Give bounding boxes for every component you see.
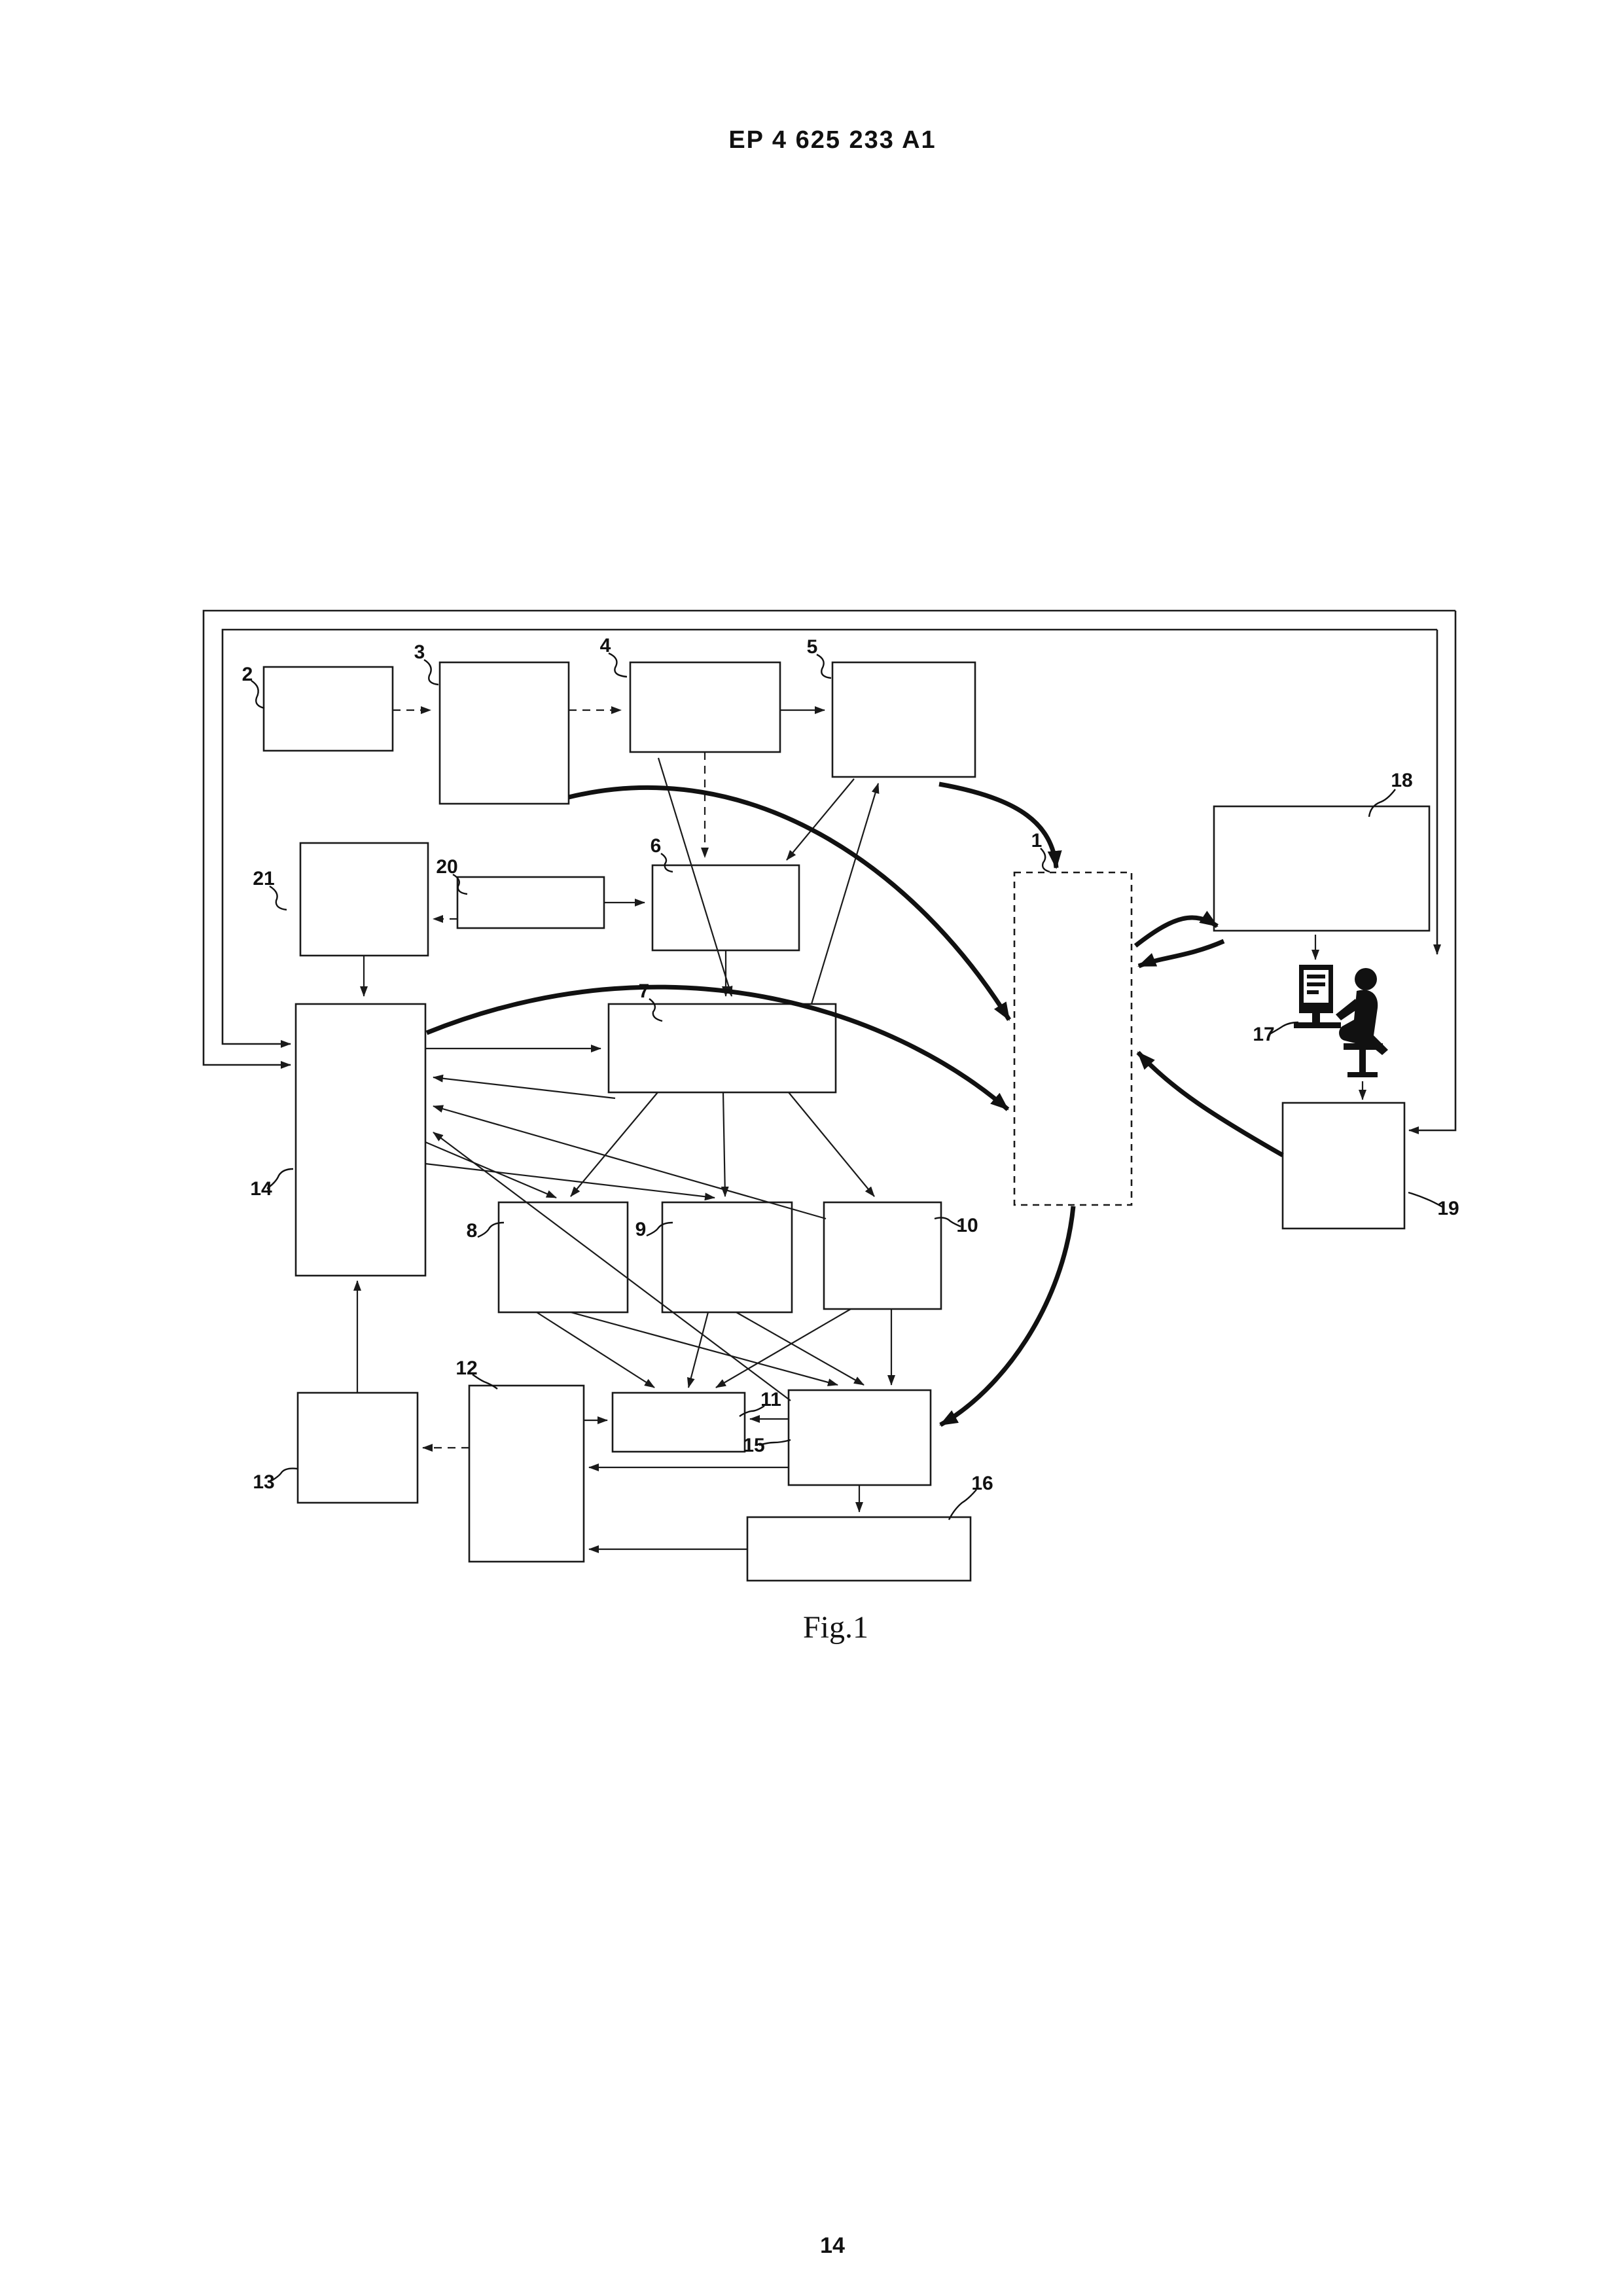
leader-8 xyxy=(477,1221,505,1238)
box-7 xyxy=(607,1003,837,1094)
leader-14 xyxy=(266,1168,294,1189)
arrow-5-to-6 xyxy=(786,778,855,861)
leader-1 xyxy=(1040,848,1050,873)
box-16 xyxy=(746,1516,972,1582)
callout-1: 1 xyxy=(1031,830,1043,852)
arrow-10-to-11 xyxy=(715,1308,851,1388)
leader-10 xyxy=(934,1217,961,1228)
leader-3 xyxy=(423,658,439,686)
arrow-7-to-5 xyxy=(810,783,880,1005)
box-10 xyxy=(823,1201,942,1310)
callout-21: 21 xyxy=(253,868,274,889)
leader-21 xyxy=(269,885,287,911)
leader-12 xyxy=(472,1374,498,1390)
inner-border-left xyxy=(221,628,1437,1048)
outer-border-right xyxy=(1408,611,1457,1134)
leader-13 xyxy=(269,1467,298,1483)
leader-20 xyxy=(452,873,468,895)
arrow-9-to-11 xyxy=(687,1312,709,1388)
box-8 xyxy=(497,1201,629,1314)
callout-11: 11 xyxy=(760,1389,781,1410)
box-14 xyxy=(294,1003,427,1277)
curve-1-to-18 xyxy=(1133,910,1219,948)
arrow-7-to-10 xyxy=(788,1092,875,1197)
callout-20: 20 xyxy=(436,856,457,878)
leader-9 xyxy=(646,1221,673,1237)
box-9 xyxy=(661,1201,793,1314)
curve-1-to-15 xyxy=(939,1206,1076,1427)
callout-10: 10 xyxy=(956,1215,978,1236)
callout-14: 14 xyxy=(250,1178,272,1200)
arrow-8-to-15 xyxy=(570,1311,838,1386)
arrow-10-to-14 xyxy=(433,1105,827,1220)
box-21 xyxy=(299,842,429,957)
page-number: 14 xyxy=(820,2233,845,2258)
callout-7: 7 xyxy=(639,980,650,1002)
box-13 xyxy=(296,1391,419,1504)
box-5 xyxy=(831,661,976,778)
curve-3-to-1 xyxy=(568,785,1011,1021)
leader-6 xyxy=(660,853,673,873)
arrow-14-to-9 xyxy=(425,1162,715,1201)
arrow-8-to-11 xyxy=(536,1312,655,1388)
box-20 xyxy=(456,876,605,929)
callout-12: 12 xyxy=(455,1357,477,1379)
callout-13: 13 xyxy=(253,1471,274,1493)
box-6 xyxy=(651,864,800,952)
operator-at-computer-icon xyxy=(1294,965,1388,1077)
arrow-14-to-8 xyxy=(425,1141,557,1199)
callout-4: 4 xyxy=(600,635,611,656)
leader-18 xyxy=(1368,789,1396,817)
arrow-7-to-14 xyxy=(433,1074,616,1100)
box-18 xyxy=(1213,805,1431,932)
callout-15: 15 xyxy=(743,1435,764,1456)
arrow-9-to-15 xyxy=(736,1312,865,1386)
leader-15 xyxy=(758,1439,791,1446)
callout-8: 8 xyxy=(467,1220,478,1242)
callout-3: 3 xyxy=(414,641,425,663)
box-11 xyxy=(611,1391,746,1453)
leader-11 xyxy=(739,1405,765,1417)
callout-6: 6 xyxy=(651,835,662,857)
outer-border-left xyxy=(202,609,1455,1069)
box-15 xyxy=(787,1389,932,1486)
arrow-7-to-8 xyxy=(570,1092,658,1197)
leader-19 xyxy=(1408,1191,1443,1208)
curve-5-to-1 xyxy=(938,781,1062,869)
leader-7 xyxy=(649,998,663,1022)
callout-2: 2 xyxy=(242,664,253,685)
box-19 xyxy=(1281,1102,1406,1230)
leader-17 xyxy=(1269,1021,1299,1035)
callout-5: 5 xyxy=(807,636,818,658)
document-header: EP 4 625 233 A1 xyxy=(728,126,936,154)
curve-14-to-1 xyxy=(425,984,1010,1111)
callout-18: 18 xyxy=(1391,770,1412,791)
box-1 xyxy=(1013,871,1133,1206)
callout-9: 9 xyxy=(635,1219,647,1240)
box-3 xyxy=(438,661,570,805)
curve-19-to-1 xyxy=(1136,1050,1284,1158)
arrow-4-to-7 xyxy=(657,757,733,997)
curve-18-to-1 xyxy=(1137,939,1225,969)
figure-caption: Fig.1 xyxy=(803,1610,868,1645)
box-12 xyxy=(468,1384,585,1563)
box-4 xyxy=(629,661,781,753)
leader-5 xyxy=(816,653,832,679)
arrow-7-to-9 xyxy=(721,1092,729,1197)
box-2 xyxy=(262,666,394,752)
callout-17: 17 xyxy=(1253,1024,1274,1045)
leader-4 xyxy=(608,652,628,678)
leader-16 xyxy=(948,1489,977,1520)
callout-16: 16 xyxy=(971,1473,993,1494)
callout-19: 19 xyxy=(1437,1198,1459,1219)
leader-2 xyxy=(251,679,265,709)
